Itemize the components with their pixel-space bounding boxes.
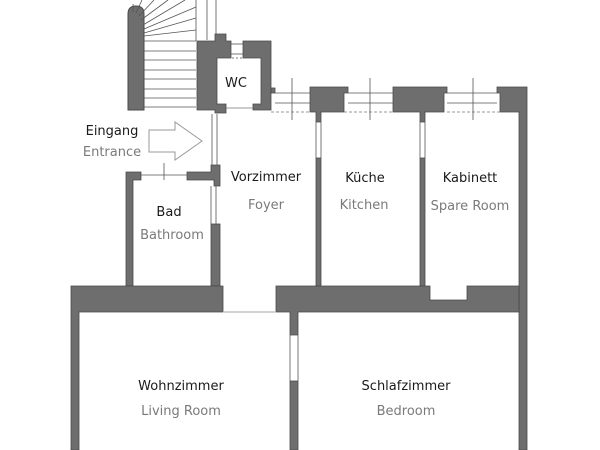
wc-walls [196, 33, 272, 114]
room-label-bathroom-en: Bathroom [140, 228, 204, 243]
room-label-living-room-de: Wohnzimmer [138, 379, 224, 394]
room-label-spare-room-en: Spare Room [430, 199, 510, 214]
room-label-kitchen-en: Kitchen [339, 198, 389, 213]
entrance-label-en: Entrance [82, 145, 142, 160]
room-label-kitchen-de: Küche [345, 171, 385, 186]
top-wall [270, 86, 528, 450]
room-label-bedroom-en: Bedroom [376, 404, 436, 419]
room-label-wc: WC [225, 76, 247, 91]
room-label-bathroom-de: Bad [156, 205, 182, 220]
room-label-spare-room-de: Kabinett [442, 171, 498, 186]
room-label-living-room-en: Living Room [141, 404, 221, 419]
room-label-bedroom-de: Schlafzimmer [361, 379, 451, 394]
arrow-right-outline-icon [148, 121, 203, 161]
room-label-foyer-en: Foyer [247, 198, 285, 213]
staircase-icon [127, 0, 217, 111]
entrance-label-de: Eingang [85, 124, 139, 139]
room-label-foyer-de: Vorzimmer [230, 170, 302, 185]
